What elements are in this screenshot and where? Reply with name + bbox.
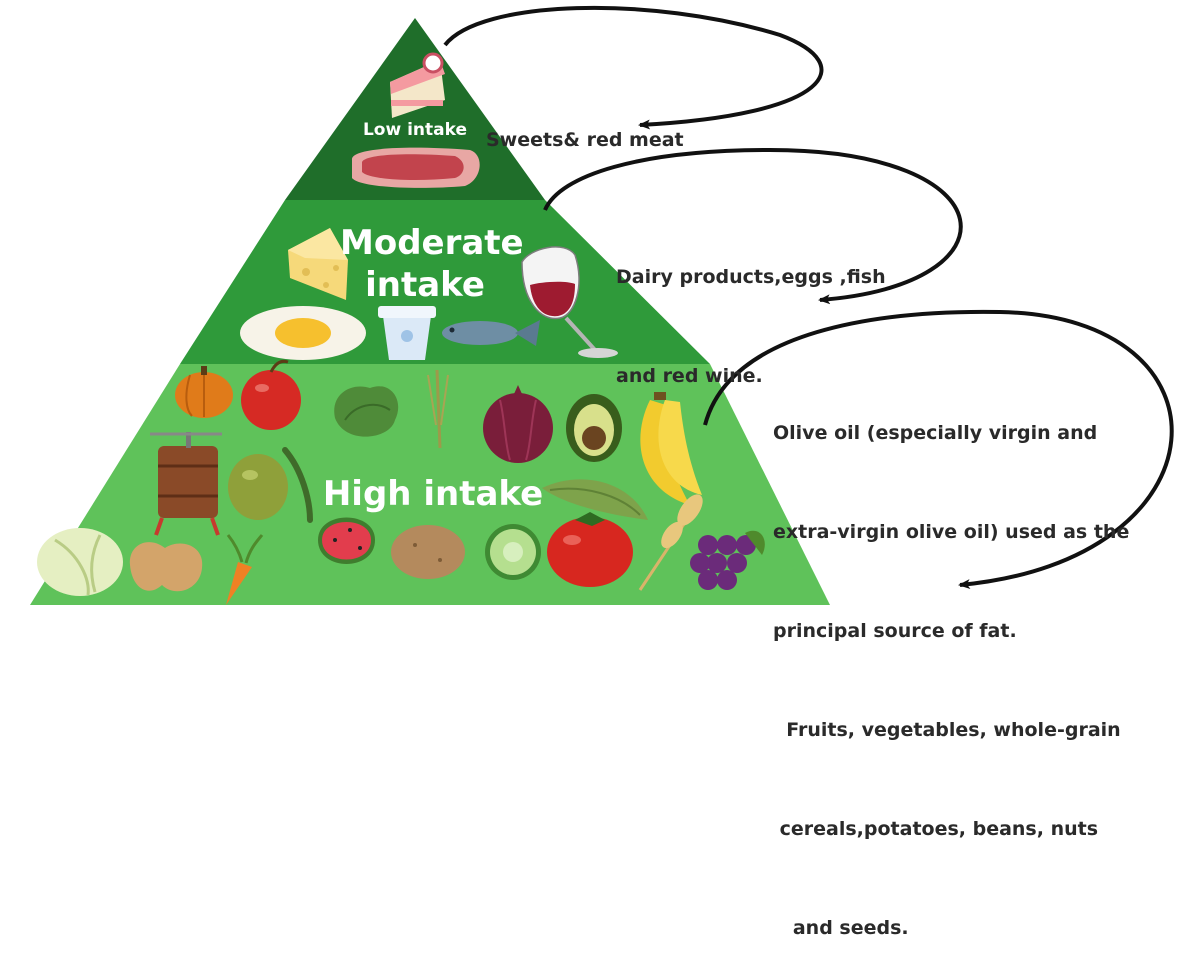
tomato-icon <box>547 512 633 587</box>
high-intake-description-line-6: and seeds. <box>773 917 909 939</box>
pea-pod-icon <box>542 479 648 520</box>
watermelon-icon <box>318 517 375 564</box>
grapes-icon <box>690 530 765 590</box>
moderate-intake-label-line-1: Moderate <box>340 223 524 263</box>
moderate-intake-description-line-1: Dairy products,eggs ,fish <box>616 266 886 288</box>
high-intake-description-line-3: principal source of fat. <box>773 620 1017 642</box>
moderate-intake-label-line-2: intake <box>365 265 485 305</box>
egg-icon <box>240 306 366 360</box>
onion-icon <box>483 385 553 463</box>
low-intake-description-line-1: Sweets& red meat <box>486 129 684 151</box>
fish-icon <box>442 320 540 346</box>
low-intake-label-line-1: Low intake <box>362 120 468 140</box>
carrot-icon <box>226 534 264 605</box>
yogurt-icon <box>378 306 436 360</box>
cake-icon <box>390 52 445 118</box>
wine-glass-icon <box>521 246 618 358</box>
moderate-intake-description-line-2: and red wine. <box>616 365 763 387</box>
arrow-high-intake <box>703 309 1174 590</box>
arrow-moderate-intake <box>543 147 963 305</box>
high-intake-label: High intake <box>318 474 548 514</box>
potato-icon <box>391 525 465 579</box>
low-intake-description: Sweets& red meat <box>486 58 684 190</box>
high-intake-description-line-1: Olive oil (especially virgin and <box>773 422 1098 444</box>
high-intake-description-line-2: extra-virgin olive oil) used as the <box>773 521 1130 543</box>
steak-icon <box>351 147 480 188</box>
avocado-icon <box>566 394 622 462</box>
wheat-icon <box>427 369 449 449</box>
peanut-icon <box>129 542 203 592</box>
pumpkin-icon <box>175 366 233 418</box>
low-intake-label: Low intake <box>355 120 475 141</box>
olive-press-icon <box>150 432 222 536</box>
arrow-low-intake <box>443 5 824 130</box>
lettuce-icon <box>334 386 399 437</box>
cabbage-icon <box>37 528 123 596</box>
high-intake-description-line-4: Fruits, vegetables, whole-grain <box>773 719 1121 741</box>
high-intake-description: Olive oil (especially virgin and extra-v… <box>773 351 1129 978</box>
cucumber-icon <box>485 524 541 580</box>
high-intake-description-line-5: cereals,potatoes, beans, nuts <box>773 818 1099 840</box>
grain-icon <box>638 494 703 591</box>
olives-icon <box>228 447 313 523</box>
moderate-intake-description: Dairy products,eggs ,fish and red wine. <box>616 195 886 426</box>
cheese-icon <box>288 228 348 300</box>
banana-icon <box>640 392 702 505</box>
high-intake-label-line-1: High intake <box>322 474 544 514</box>
moderate-intake-label: Moderate intake <box>340 222 524 306</box>
food-pyramid-diagram <box>30 5 1174 605</box>
apple-icon <box>241 359 301 430</box>
